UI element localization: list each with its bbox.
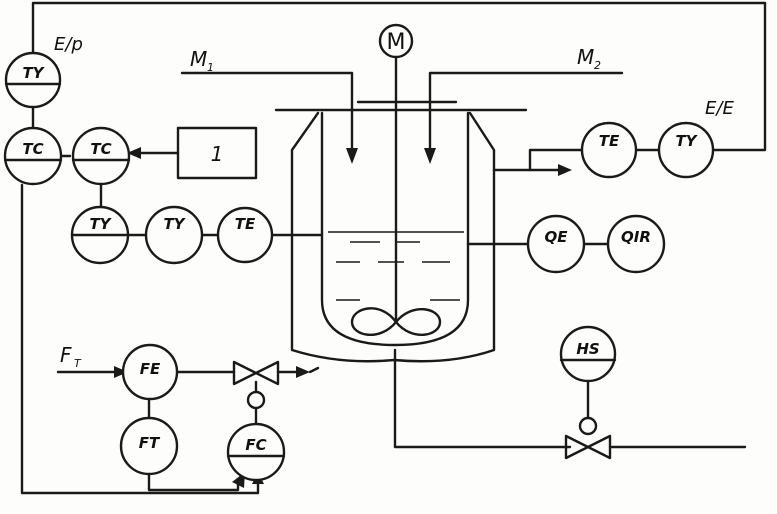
svg-text:TY: TY [675, 132, 698, 150]
feed-m2: M 2 [424, 45, 624, 164]
feed-ft-sub: T [74, 357, 82, 370]
svg-text:FT: FT [139, 434, 161, 452]
converter-ee-label: E/E [705, 98, 734, 119]
svg-text:TY: TY [22, 64, 45, 82]
instrument-qir: QIR [606, 214, 666, 274]
instrument-tc-left: TC [3, 126, 63, 186]
converter-ep-label: E/p [54, 34, 83, 55]
instrument-ft: FT [119, 416, 179, 476]
instrument-tc-mid: TC [71, 126, 131, 186]
instrument-hs: HS [559, 325, 617, 383]
instrument-ty-right: TY [657, 121, 715, 179]
feed-m1-label: M [190, 47, 207, 71]
svg-text:QIR: QIR [621, 228, 651, 246]
instrument-fc: FC [226, 422, 286, 482]
feed-m1-sub: 1 [207, 61, 214, 74]
svg-text:FE: FE [140, 360, 161, 378]
bottom-drain [393, 348, 747, 449]
instrument-ty-top: TY [4, 51, 62, 109]
control-valve-drain [564, 416, 612, 460]
svg-text:TE: TE [599, 132, 620, 150]
motor: M [378, 23, 414, 59]
svg-text:TY: TY [163, 215, 186, 233]
jacket-outlet [492, 164, 572, 176]
svg-text:QE: QE [545, 228, 569, 246]
instrument-qe: QE [526, 214, 586, 274]
signal-lines [20, 1, 767, 495]
setpoint-block-label: 1 [211, 142, 224, 166]
svg-text:TE: TE [235, 215, 256, 233]
feed-m1: M 1 [180, 47, 358, 164]
instrument-te-left: TE [216, 206, 274, 264]
feed-m2-label: M [577, 45, 594, 69]
control-valve-feed [232, 360, 280, 410]
agitator [350, 54, 442, 337]
svg-text:TC: TC [22, 140, 43, 158]
svg-text:TC: TC [90, 140, 111, 158]
feed-ft: F T [56, 343, 320, 378]
instrument-te-right: TE [580, 121, 638, 179]
svg-text:FC: FC [245, 436, 266, 454]
setpoint-block: 1 [176, 126, 258, 180]
svg-text:HS: HS [576, 340, 599, 358]
svg-text:TY: TY [89, 215, 112, 233]
instrument-fe: FE [121, 343, 179, 401]
instrument-ty-low2: TY [144, 205, 204, 265]
instrument-ty-low1: TY [70, 205, 130, 265]
feed-m2-sub: 2 [594, 59, 601, 72]
feed-ft-label: F [60, 343, 72, 367]
motor-label: M [387, 30, 406, 55]
